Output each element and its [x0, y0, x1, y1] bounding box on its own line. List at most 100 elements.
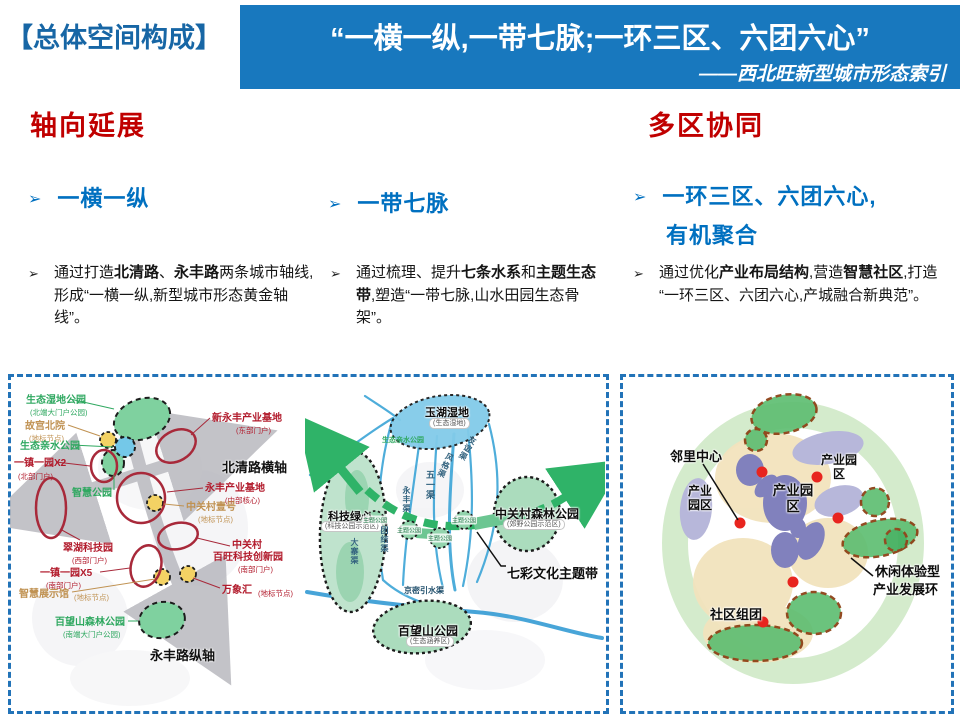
map-label: 邻里中心 [670, 449, 723, 464]
map-sublabel: (地标节点) [258, 589, 293, 598]
left-map-frame [8, 374, 609, 714]
map-label: 万象汇 [222, 585, 252, 596]
paragraph-ring: ➢ 通过优化产业布局结构,营造智慧社区,打造 “一环三区、六团六心,产城融合新典… [633, 262, 950, 307]
bold-run: 产业布局结构 [719, 264, 810, 281]
text-run: 、 [159, 264, 175, 281]
map-sublabel: (南部门户) [238, 565, 273, 574]
paragraph-text: 通过打造北清路、永丰路两条城市轴线,形成“一横一纵,新型城市形态黄金轴线”。 [54, 262, 314, 330]
map-label: 百望山公园 [398, 624, 459, 638]
map-sublabel: (科技公园示范区) [321, 521, 383, 533]
banner-subtitle: ——西北旺新型城市形态索引 [698, 64, 946, 85]
map-sublabel: (生态湿地) [429, 418, 470, 430]
map-label: 生态亲水公园 [20, 441, 80, 452]
band-label: 七彩文化主题带 [507, 566, 599, 581]
map-sublabel: (中部核心) [225, 496, 260, 505]
map-label: 产业发展环 [873, 582, 939, 597]
green-leisure-zones [706, 392, 919, 663]
map-label: 社区组团 [710, 607, 763, 622]
arrow-bullet-icon: ➢ [330, 266, 341, 281]
heading-text: 一环三区、六团六心, [662, 184, 877, 209]
map-water: 玉湖湿地 (生态湿地) 生态亲水公园 科技绿心 (科技公园示范区) 中关村森林公… [305, 380, 605, 712]
canal-label: 团结渠 [380, 526, 389, 553]
section-title-left: 轴向延展 [30, 111, 146, 141]
map-label: 智慧公园 [72, 488, 112, 499]
canal-label: 五一渠 [425, 470, 435, 500]
text-run: ,塑造“一带七脉,山水田园生态骨架”。 [356, 286, 580, 327]
header-banner: “一横一纵,一带七脉;一环三区、六团六心” ——西北旺新型城市形态索引 [240, 5, 960, 89]
heading-one-belt: ➢一带七脉 [328, 186, 449, 218]
water-park-ellipse [114, 436, 136, 458]
text-run: 通过优化 [659, 264, 720, 281]
map-label: 玉湖湿地 [425, 407, 469, 419]
city-footprint [396, 462, 563, 690]
paragraph-axis: ➢ 通过打造北清路、永丰路两条城市轴线,形成“一横一纵,新型城市形态黄金轴线”。 [28, 262, 314, 330]
text-run: 两条城市轴线,形成“一横一纵,新型城市形态黄金轴线”。 [54, 264, 314, 326]
text-run: ,营造 [809, 264, 844, 281]
text-run: 和 [521, 264, 537, 281]
map-label: 生态亲水公园 [382, 437, 424, 444]
theme-park-label: 主题公园 [395, 525, 423, 535]
canal-label: 永丰渠 [402, 486, 411, 513]
paragraph-text: 通过梳理、提升七条水系和主题生态带,塑造“一带七脉,山水田园生态骨架”。 [356, 262, 612, 330]
map-sublabel: (北部门户) [18, 472, 53, 481]
map-sublabel: (郊野公园示范区) [503, 519, 565, 531]
text-run: 通过梳理、提升 [356, 264, 462, 281]
bold-run: 永丰路 [174, 264, 220, 281]
bold-run: 北清路 [114, 264, 160, 281]
arrow-bullet-icon: ➢ [28, 266, 39, 281]
neighborhood-dots [734, 466, 844, 628]
theme-park-label: 主题公园 [426, 533, 454, 543]
map-sublabel: (地标节点) [74, 593, 109, 602]
map-label: 产业园区 [687, 484, 712, 512]
map-label: 中关村森林公园 [495, 507, 580, 521]
text-run: 通过打造 [54, 264, 115, 281]
page-title: 【总体空间构成】 [6, 23, 222, 53]
map-label: 科技绿心 [328, 511, 372, 523]
bold-run: 主题生态带 [356, 264, 597, 304]
map-sublabel: (生态涵养区) [406, 636, 454, 648]
map-sublabel: (地标节点) [198, 515, 233, 524]
heading-one-h-one-v: ➢ 一横一纵 [28, 181, 149, 213]
axis-label-horizontal: 北清路横轴 [222, 460, 288, 475]
green-park-ellipses [101, 396, 186, 640]
theme-park-label: 主题公园 [450, 515, 478, 525]
map-label: 一镇一园X5 [40, 568, 93, 579]
arrow-bullet-icon: ➢ [633, 266, 644, 281]
map-axes-graphic [10, 396, 278, 706]
map-label: 产业园区 [821, 453, 858, 481]
map-label: 故宫北院 [25, 421, 65, 432]
band-leader-line [476, 531, 506, 567]
bold-run: 智慧社区 [843, 264, 904, 281]
map-sublabel: (西部门户) [72, 556, 107, 565]
heading-text: 一横一纵 [57, 186, 150, 211]
map-label: 产业园区 [772, 483, 814, 514]
canal-label: 京密引水渠 [404, 586, 444, 595]
arrow-bullet-icon: ➢ [28, 191, 43, 208]
canal-label: 大寨渠 [350, 538, 359, 565]
red-zone-ellipses [34, 428, 199, 588]
map-sublabel: (地标节点) [29, 434, 64, 443]
theme-park-label: 主题公园 [361, 515, 389, 525]
axis-label-vertical: 永丰路纵轴 [150, 648, 216, 663]
map-label: 中关村壹号 [186, 502, 236, 513]
map-axes: 生态湿地公园 (北端大门户公园) 故宫北院 (地标节点) 生态亲水公园 一镇一园… [10, 378, 304, 712]
map-sublabel: (东部门户) [236, 426, 271, 435]
landmark-dots [99, 431, 197, 586]
map-sublabel: (南端大门户公园) [63, 630, 121, 639]
heading-text-line2: 有机聚合 [666, 223, 759, 248]
map-label: 永丰产业基地 [205, 483, 265, 494]
arrow-bullet-icon: ➢ [328, 196, 343, 213]
industry-park-core [736, 454, 825, 568]
map-sublabel: (北端大门户公园) [30, 408, 88, 417]
leader-lines [702, 463, 874, 577]
bold-run: 七条水系 [461, 264, 522, 281]
paragraph-belt: ➢ 通过梳理、提升七条水系和主题生态带,塑造“一带七脉,山水田园生态骨架”。 [330, 262, 612, 330]
heading-one-ring: ➢一环三区、六团六心, 有机聚合 [633, 179, 877, 250]
map-label: 百望山森林公园 [55, 617, 125, 628]
map-label: 翠湖科技园 [63, 543, 113, 554]
map-label: 生态湿地公园 [26, 395, 86, 406]
text-run: ,打造 “一环三区、六团六心,产城融合新典范”。 [659, 264, 938, 304]
map-label: 智慧展示馆 [19, 589, 69, 600]
map-label: 休闲体验型 [875, 564, 941, 579]
